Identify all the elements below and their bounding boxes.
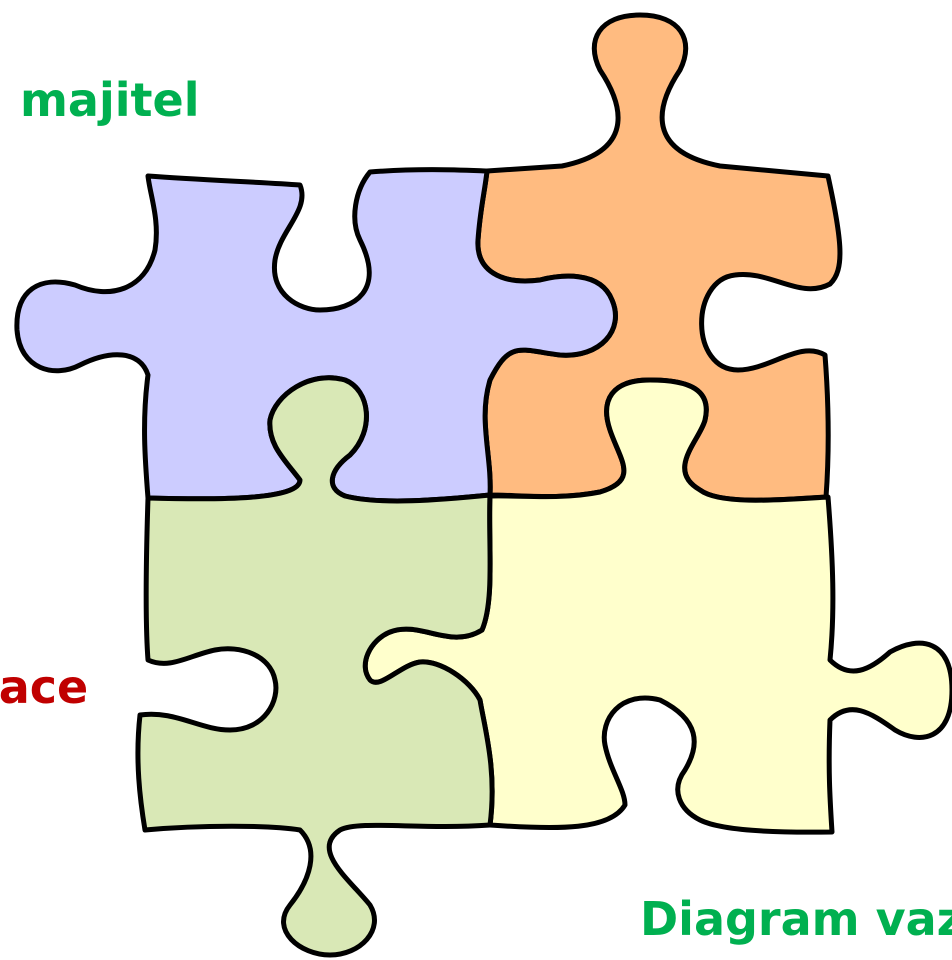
owner-label: majitel — [20, 73, 200, 127]
puzzle-piece-green — [135, 375, 495, 958]
diagram-label: Diagram vaz — [640, 892, 952, 946]
info-label: nace — [0, 660, 89, 714]
